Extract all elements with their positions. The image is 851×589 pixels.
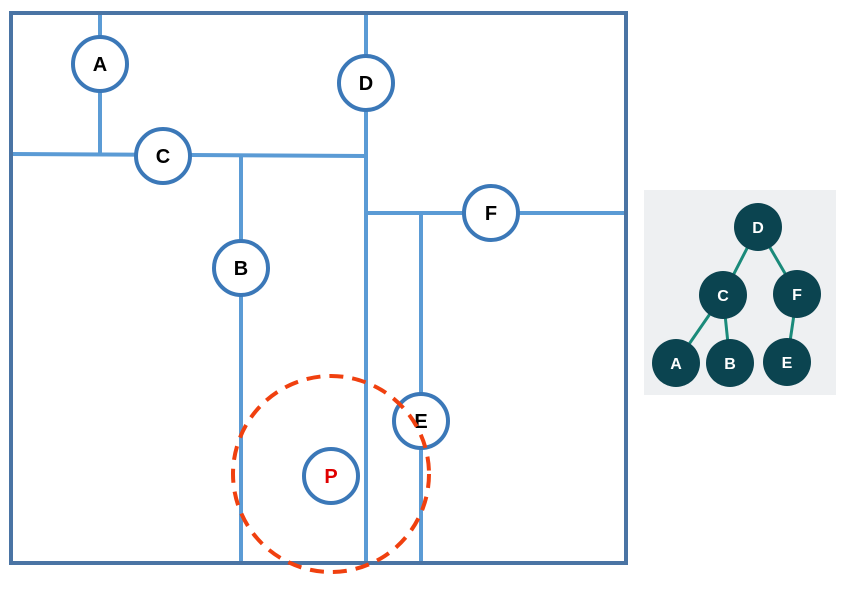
partition-node-e: E xyxy=(392,392,450,450)
tree-node-e: E xyxy=(763,338,811,386)
partition-border xyxy=(9,11,628,565)
partition-node-d: D xyxy=(337,54,395,112)
tree-node-f-label: F xyxy=(792,287,802,304)
tree-node-b: B xyxy=(706,339,754,387)
tree-node-b-label: B xyxy=(724,356,736,373)
search-radius-circle xyxy=(231,374,431,574)
partition-node-b: B xyxy=(212,239,270,297)
partition-node-a: A xyxy=(71,35,129,93)
partition-node-f: F xyxy=(462,184,520,242)
partition-node-e-label: E xyxy=(414,411,427,433)
partition-node-c-label: C xyxy=(156,146,170,168)
tree-node-a-label: A xyxy=(670,356,682,373)
tree-node-d: D xyxy=(734,203,782,251)
partition-node-c: C xyxy=(134,127,192,185)
partition-node-f-label: F xyxy=(485,203,497,225)
tree-node-c-label: C xyxy=(717,288,729,305)
tree-node-f: F xyxy=(773,270,821,318)
tree-node-a: A xyxy=(652,339,700,387)
tree-panel: D C F A B E xyxy=(644,190,836,395)
tree-node-e-label: E xyxy=(782,355,793,372)
tree-node-c: C xyxy=(699,271,747,319)
query-point: P xyxy=(302,447,360,505)
query-point-label: P xyxy=(324,466,337,488)
tree-node-d-label: D xyxy=(752,220,764,237)
partition-node-a-label: A xyxy=(93,54,107,76)
partition-node-b-label: B xyxy=(234,258,248,280)
partition-node-d-label: D xyxy=(359,73,373,95)
